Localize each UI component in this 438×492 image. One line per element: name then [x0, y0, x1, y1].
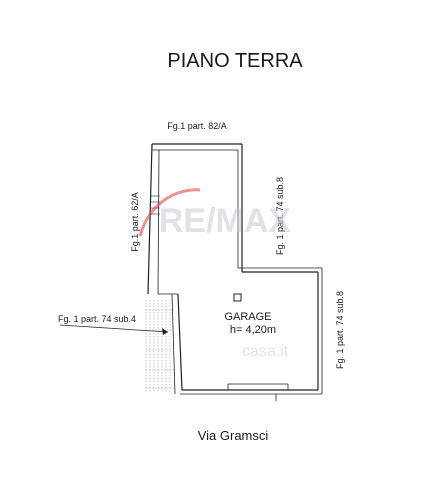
label-right-lower-parcel: Fg. 1 part. 74 sub.8 [335, 291, 345, 369]
remax-watermark-text: RE/MAX [159, 202, 292, 240]
label-top-parcel: Fg.1 part. 82/A [167, 121, 227, 131]
remax-watermark: RE/MAX [138, 188, 292, 240]
pillar-marker [233, 293, 242, 302]
page-title: PIANO TERRA [167, 50, 303, 72]
hatched-neighbour-area [145, 300, 174, 392]
outer-wall [147, 143, 323, 395]
casa-watermark-text: casa.it [242, 343, 289, 360]
garage-door [227, 383, 289, 390]
callout-leader-line [59, 324, 169, 333]
label-left-parcel: Fg.1 part. 62/A [130, 192, 140, 252]
label-left-callout: Fg. 1 part. 74 sub.4 [58, 314, 136, 324]
street-label: Via Gramsci [198, 428, 269, 443]
label-right-upper-parcel: Fg. 1 part. 74 sub.8 [275, 177, 285, 255]
callout-arrowhead [162, 328, 168, 335]
room-height: h= 4,20m [230, 324, 276, 336]
room-name: GARAGE [224, 311, 271, 323]
remax-balloon-icon [138, 188, 201, 237]
